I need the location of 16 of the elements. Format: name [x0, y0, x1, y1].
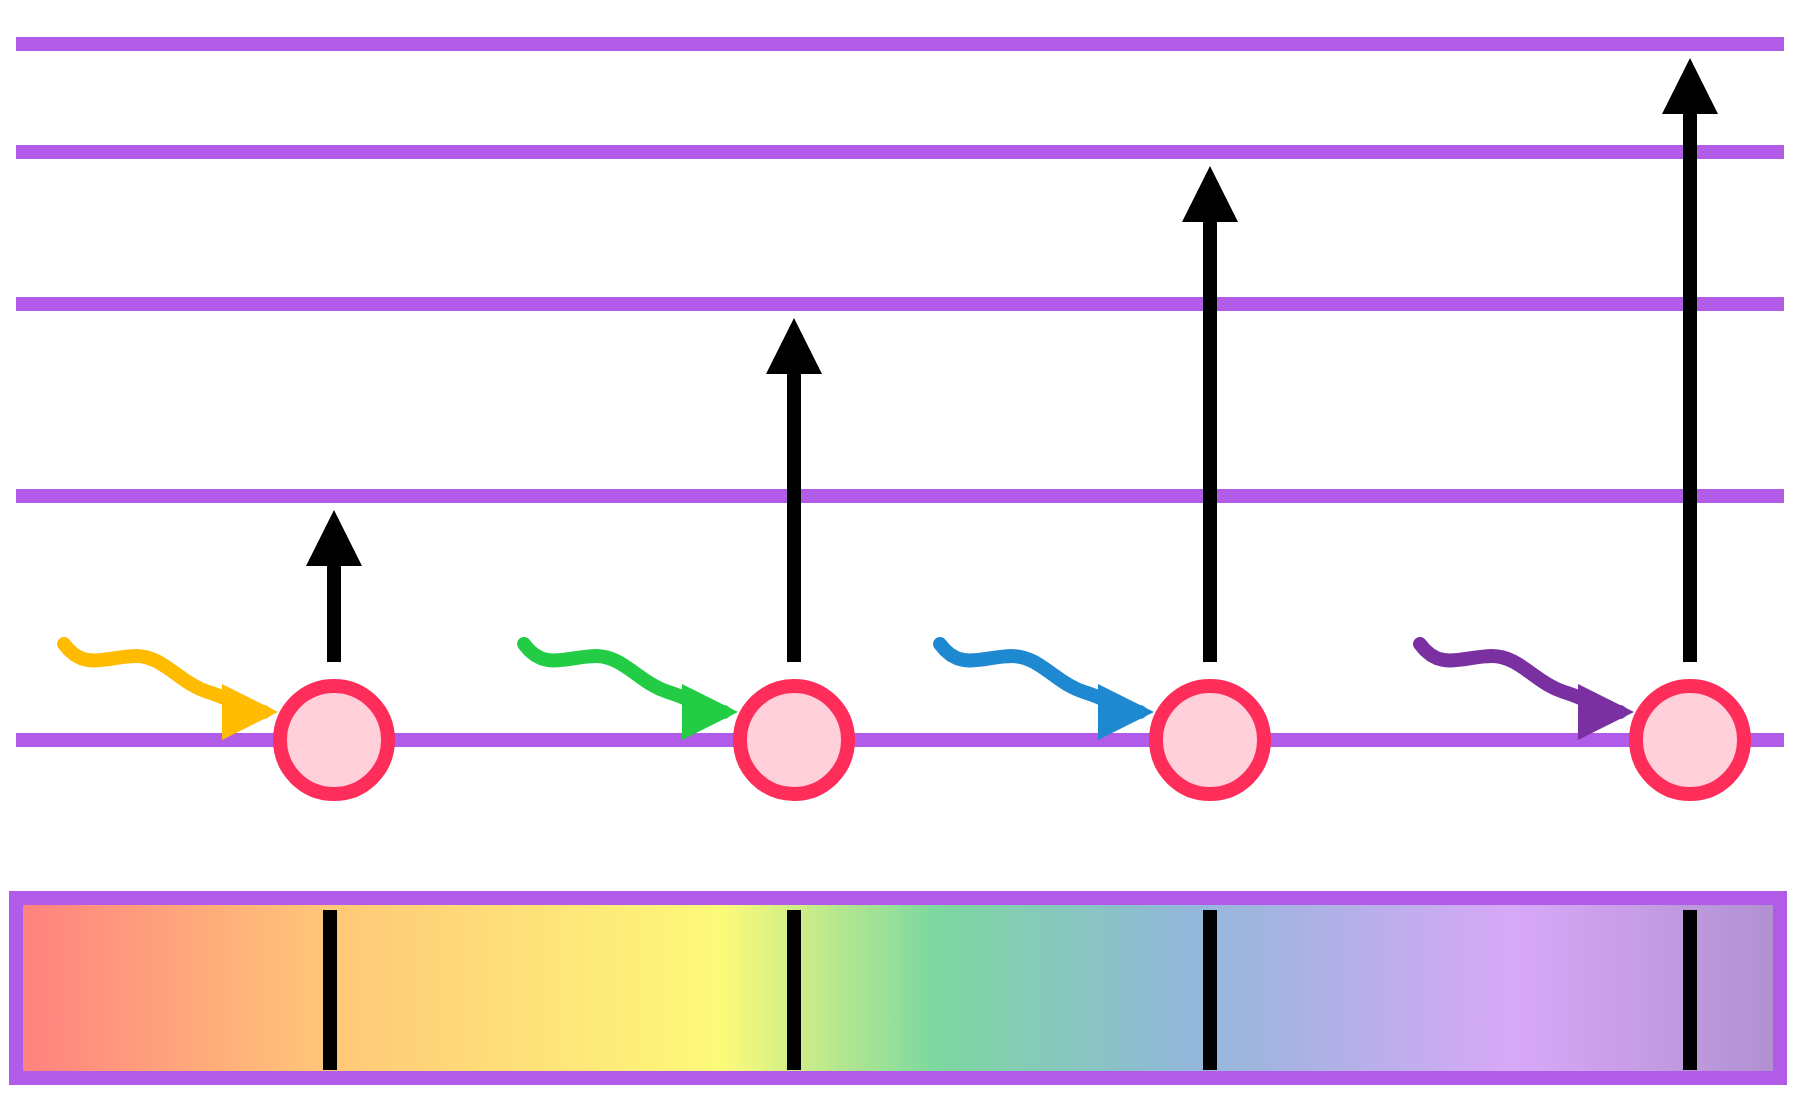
excitation-arrow [1662, 58, 1718, 662]
photon-arrow [517, 637, 738, 738]
energy-level-line [16, 297, 1784, 311]
energy-level-line [16, 489, 1784, 503]
electron-circle [1629, 679, 1751, 801]
photon-arrow [57, 637, 278, 738]
electron-circle [1149, 679, 1271, 801]
electron-circle [733, 679, 855, 801]
excitation-arrow [766, 318, 822, 662]
electron-circle [273, 679, 395, 801]
excitation-arrow [306, 510, 362, 662]
photon-arrow [933, 637, 1154, 738]
energy-level-line [16, 145, 1784, 159]
photon-arrow [1413, 637, 1634, 738]
energy-level-line [16, 37, 1784, 51]
excitation-arrow [1182, 166, 1238, 662]
